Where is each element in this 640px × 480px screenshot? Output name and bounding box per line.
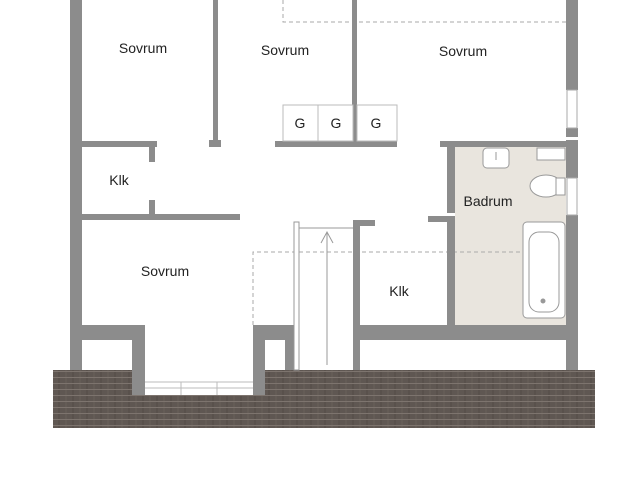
room-label-klk: Klk <box>389 283 409 299</box>
staircase <box>293 221 353 371</box>
walls <box>70 0 578 395</box>
closet-label: G <box>294 115 306 131</box>
room-label-sovrum: Sovrum <box>260 42 310 58</box>
closets <box>282 104 398 142</box>
room-label-sovrum: Sovrum <box>118 40 168 56</box>
closet-label: G <box>330 115 342 131</box>
room-label-klk: Klk <box>109 172 129 188</box>
closet-label: G <box>370 115 382 131</box>
dashed-outline <box>252 0 566 325</box>
room-label-badrum: Badrum <box>463 193 513 209</box>
room-label-sovrum: Sovrum <box>438 43 488 59</box>
room-label-sovrum: Sovrum <box>140 263 190 279</box>
bathroom-fixtures <box>482 147 566 319</box>
